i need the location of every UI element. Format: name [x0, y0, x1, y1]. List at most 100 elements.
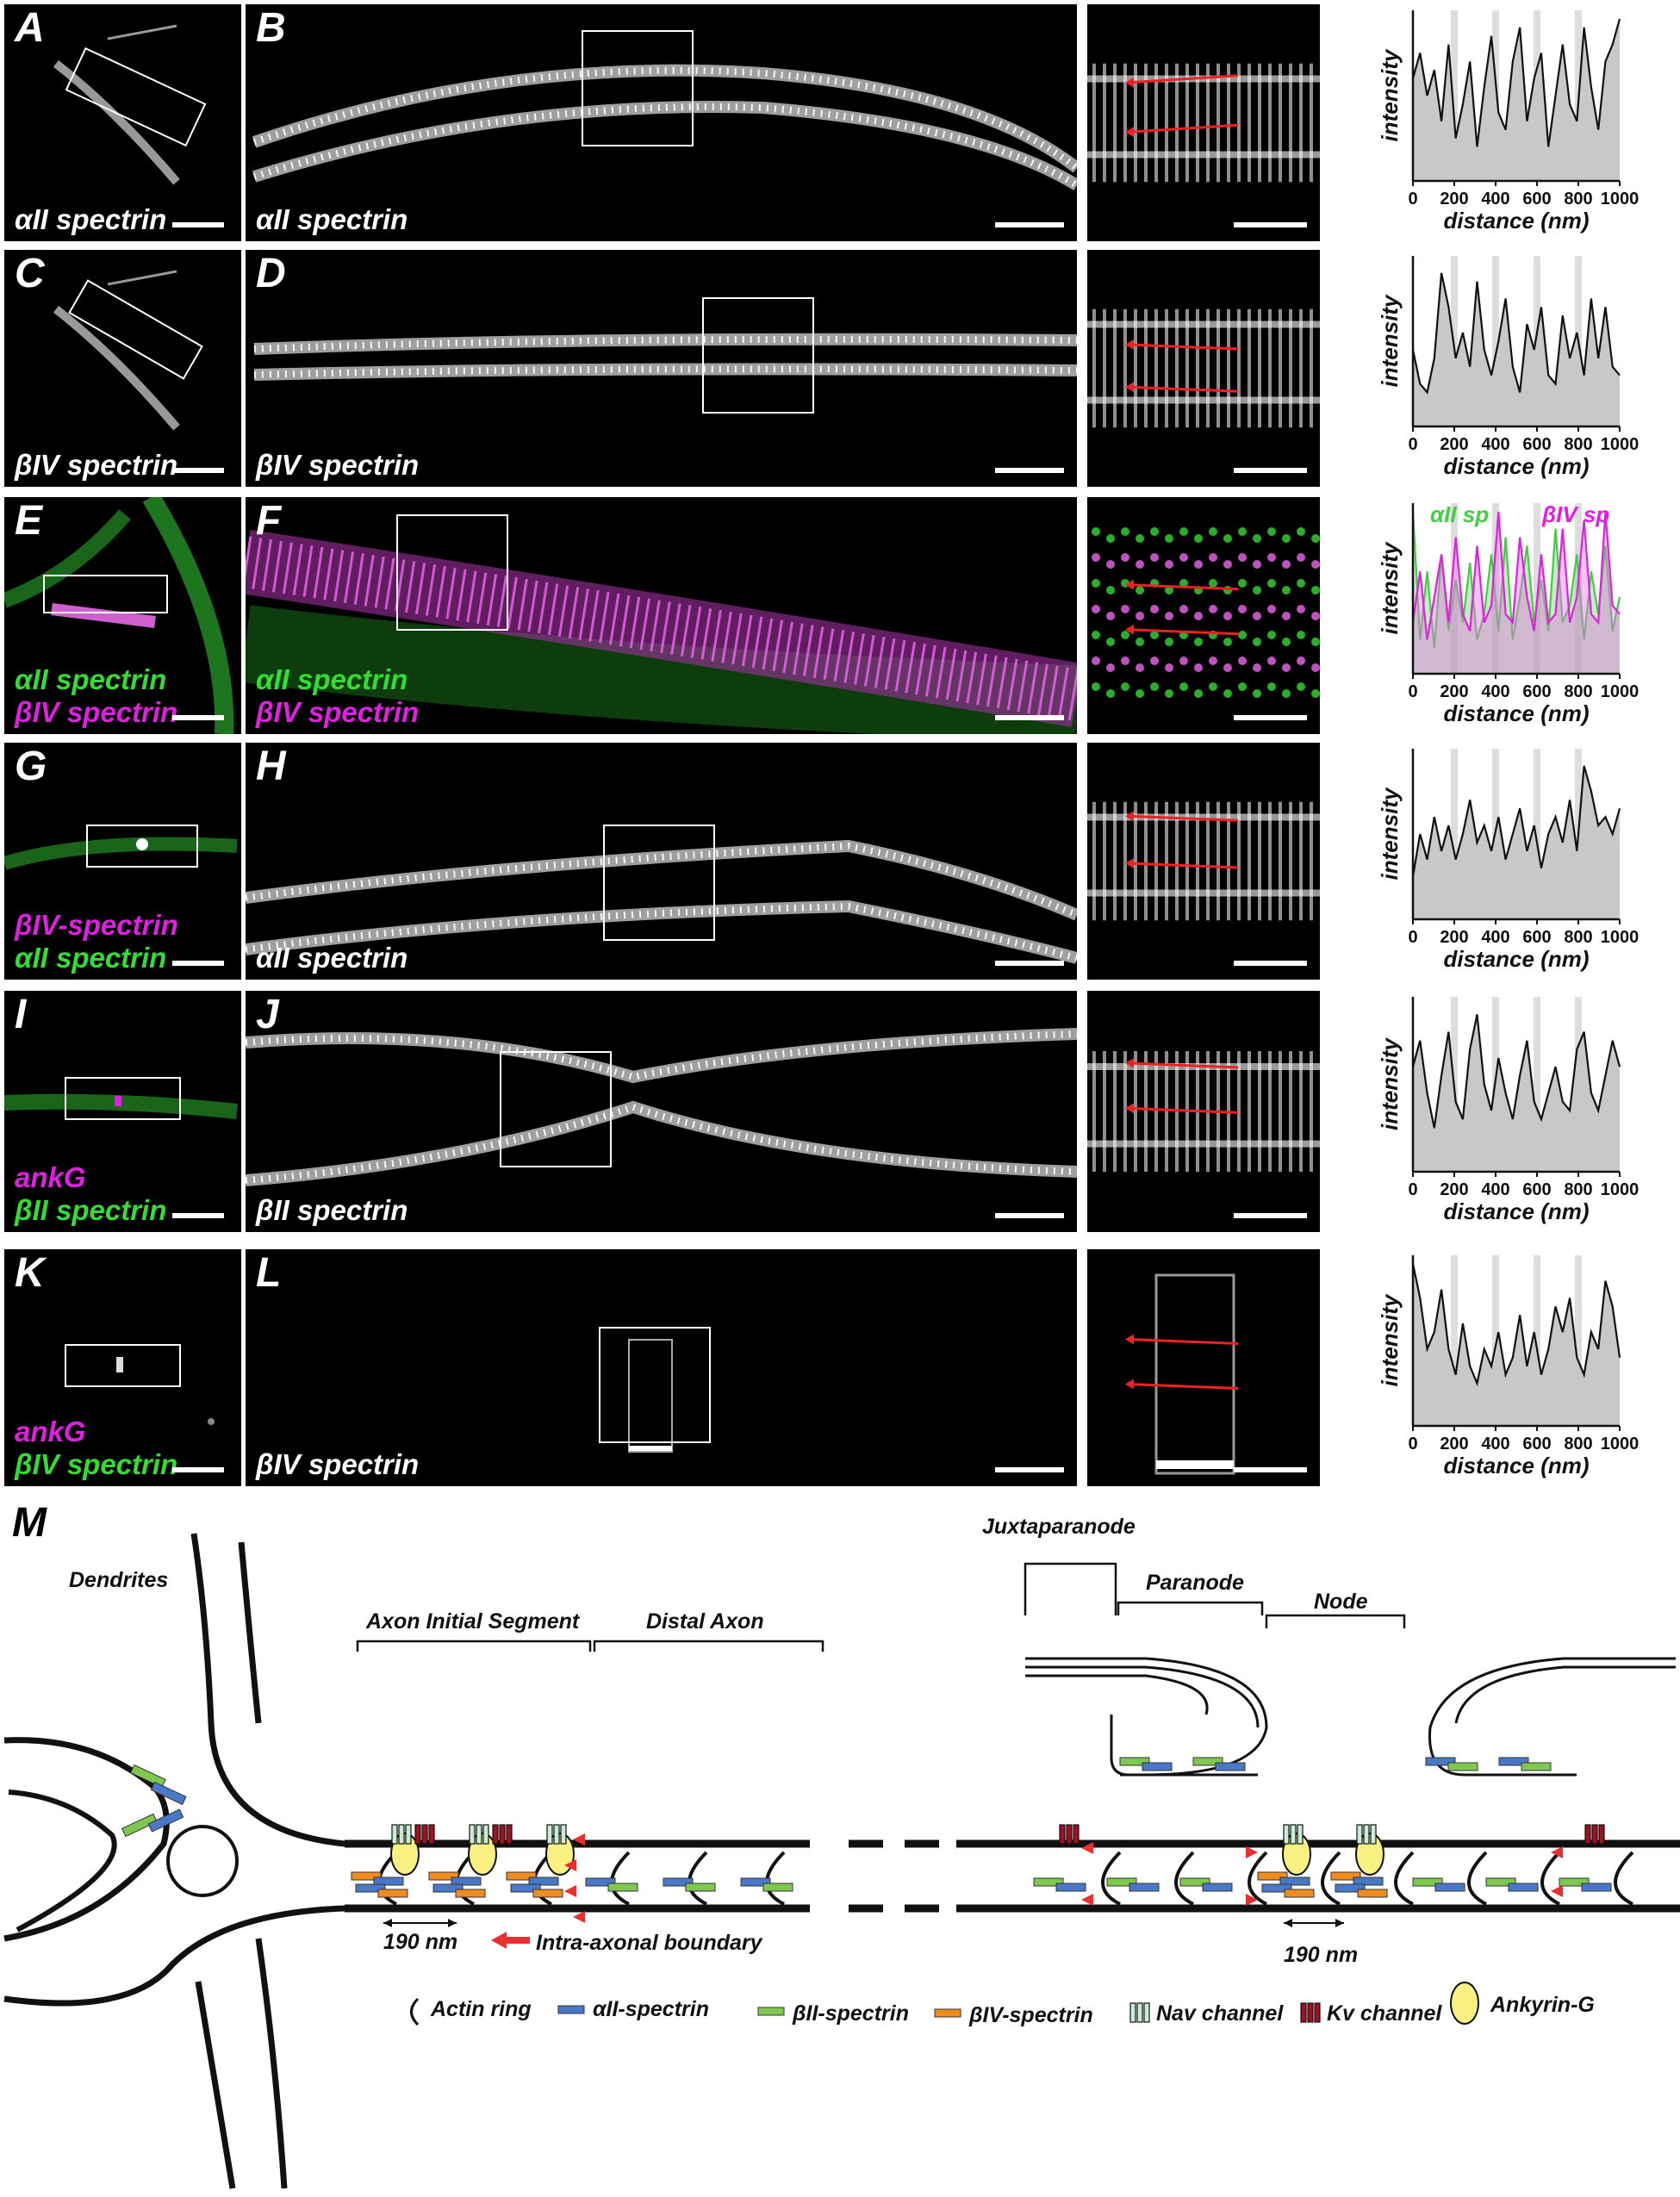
zoom-box — [603, 825, 715, 941]
stain-label: ankG — [15, 1161, 86, 1193]
legend-beta4-icon — [934, 2008, 961, 2018]
scale-bar — [1234, 961, 1307, 966]
panel-label-i: I — [15, 992, 27, 1037]
stain-label: βIV-spectrin — [15, 909, 178, 941]
gridline — [1575, 1255, 1582, 1426]
panel-label-c: C — [15, 251, 45, 296]
x-tick-label: 0 — [1408, 1180, 1417, 1199]
x-tick-label: 400 — [1481, 190, 1509, 208]
y-axis-label: intensity — [1377, 541, 1403, 634]
legend-entry: αII sp — [1430, 501, 1489, 527]
x-tick-label: 600 — [1522, 1180, 1551, 1199]
series-line — [1411, 765, 1621, 877]
profile-line — [1128, 628, 1239, 636]
scale-bar — [172, 1213, 224, 1218]
zoom-panel-j — [1087, 991, 1320, 1232]
stain-label: βIV spectrin — [15, 449, 178, 481]
zoom-box — [599, 1327, 711, 1443]
gridline — [1534, 749, 1540, 919]
ankyrin-g — [468, 1833, 497, 1876]
panel-label-e: E — [15, 498, 43, 544]
x-tick-label: 800 — [1564, 682, 1592, 701]
boundary-arrow — [564, 1859, 576, 1871]
roi-box — [43, 575, 168, 613]
scale-bar — [995, 961, 1064, 966]
scale-bar — [1234, 468, 1307, 473]
profile-line — [1128, 343, 1239, 351]
stain-label: αII spectrin — [15, 203, 167, 235]
y-axis-label: intensity — [1377, 787, 1403, 880]
boundary-arrow — [1551, 1885, 1563, 1897]
x-tick-label: 800 — [1564, 190, 1592, 208]
stain-label: βII spectrin — [15, 1194, 167, 1226]
x-axis-label: distance (nm) — [1443, 208, 1589, 233]
actin-ring — [1321, 1851, 1341, 1906]
profile-line — [1128, 862, 1239, 869]
series-area — [1413, 511, 1620, 674]
scale-bar — [995, 1213, 1064, 1218]
scale-bar — [1234, 715, 1307, 720]
panel-label-m: M — [12, 1500, 47, 1546]
x-tick-label: 1000 — [1601, 928, 1640, 947]
scale-label-node: 190 nm — [1284, 1943, 1358, 1967]
series-area — [1413, 1263, 1620, 1426]
x-tick-label: 600 — [1522, 682, 1551, 701]
series-line — [1411, 18, 1621, 147]
series-line — [1411, 1014, 1621, 1129]
panel-label-f: F — [256, 498, 282, 544]
legend-alpha-icon — [557, 2005, 585, 2014]
boundary-arrow — [1246, 1894, 1258, 1906]
series-area — [1413, 272, 1620, 426]
x-tick-label: 1000 — [1601, 435, 1640, 454]
legend-ankg-icon — [1450, 1982, 1479, 2025]
nav-channel — [469, 1824, 489, 1845]
x-tick-label: 0 — [1408, 682, 1417, 701]
x-tick-label: 200 — [1440, 1180, 1468, 1199]
x-tick-label: 600 — [1522, 190, 1551, 208]
gridline — [1451, 749, 1458, 919]
x-tick-label: 800 — [1564, 928, 1592, 947]
boundary-arrow — [564, 1885, 576, 1897]
boundary-arrow — [573, 1911, 585, 1923]
ankyrin-g — [1282, 1833, 1311, 1876]
scale-bar — [172, 715, 224, 720]
dendrites-label: Dendrites — [69, 1568, 168, 1592]
legend-alpha-label: αII-spectrin — [593, 1997, 709, 2021]
legend-ankg-label: Ankyrin-G — [1490, 1993, 1595, 2017]
panel-label-j: J — [256, 992, 279, 1037]
juxtaparanode-label: Juxtaparanode — [982, 1515, 1136, 1539]
x-tick-label: 400 — [1481, 682, 1509, 701]
boundary-arrow — [1081, 1842, 1093, 1854]
kv-channel — [492, 1824, 513, 1845]
series-line — [1411, 272, 1621, 395]
x-tick-label: 200 — [1440, 682, 1468, 701]
x-axis-label: distance (nm) — [1443, 1453, 1589, 1478]
actin-ring — [1101, 1851, 1122, 1906]
x-tick-label: 400 — [1481, 1435, 1509, 1453]
profile-line — [1128, 1061, 1239, 1069]
zoom-panel-b — [1087, 4, 1320, 241]
nav-channel — [546, 1824, 567, 1845]
legend-entry: βIV sp — [1541, 501, 1609, 527]
profile-line — [1128, 1383, 1239, 1390]
legend-actin-label: Actin ring — [430, 1997, 532, 2021]
profile-line — [1128, 1338, 1239, 1345]
panel-label-b: B — [256, 5, 286, 51]
zoom-box — [702, 297, 814, 414]
x-axis-label: distance (nm) — [1443, 946, 1589, 972]
panel-label-d: D — [256, 251, 286, 296]
kv-channel — [414, 1824, 435, 1845]
zoom-panel-f — [1087, 497, 1320, 734]
x-tick-label: 1000 — [1601, 682, 1640, 701]
series-area — [1413, 1014, 1620, 1172]
actin-ring — [1467, 1851, 1488, 1906]
legend-beta4-label: βIV-spectrin — [968, 2003, 1093, 2027]
x-tick-label: 400 — [1481, 1180, 1509, 1199]
